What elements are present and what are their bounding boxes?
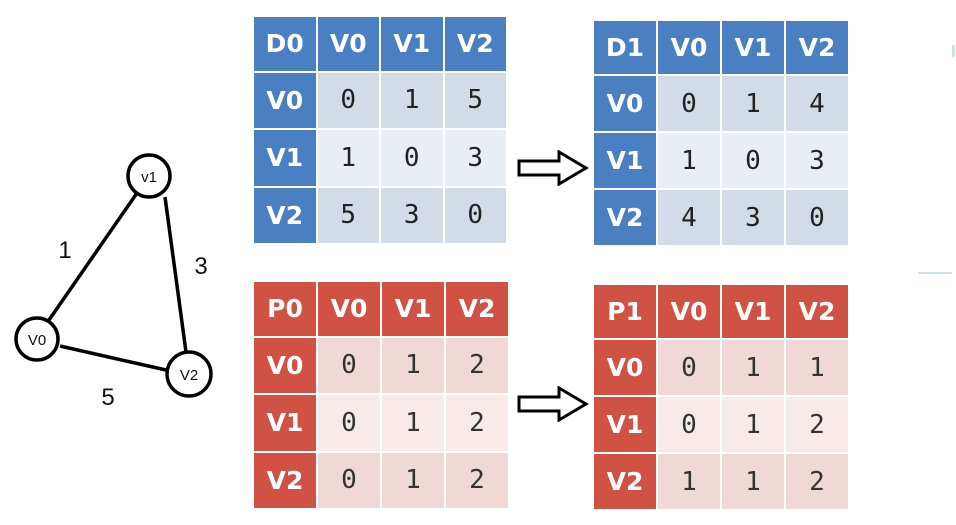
matrix-cell: 0	[442, 185, 508, 246]
matrix-cell: 1	[720, 395, 786, 455]
column-header: V2	[784, 18, 850, 77]
matrix-cell: 3	[442, 128, 508, 188]
column-header: V0	[315, 15, 381, 73]
matrix-cell: 2	[444, 450, 510, 511]
divider	[918, 272, 952, 274]
corner-label: D1	[592, 18, 658, 77]
column-header: V0	[656, 18, 722, 77]
corner-label: P0	[252, 280, 318, 338]
matrix-cell: 0	[315, 70, 381, 131]
graph-diagram: v1 V0 V2 1 3 5	[14, 153, 213, 411]
matrix-cell: 0	[316, 450, 382, 511]
matrix-cell: 1	[379, 70, 445, 131]
matrix-cell: 0	[656, 395, 722, 455]
edge-v0-v2	[59, 344, 167, 372]
matrix-cell: 0	[316, 335, 382, 396]
row-header: V1	[592, 131, 658, 191]
column-header: V2	[444, 280, 510, 338]
matrix-cell: 0	[720, 131, 786, 191]
column-header: V1	[380, 280, 446, 338]
matrix-cell: 0	[656, 74, 722, 134]
row-header: V1	[592, 395, 658, 455]
matrix-cell: 0	[379, 128, 445, 188]
matrix-cell: 3	[379, 185, 445, 246]
node-label-v0: V0	[28, 332, 46, 349]
matrix-cell: 1	[784, 338, 850, 398]
matrix-cell: 2	[444, 335, 510, 396]
path-matrix-p0: P0 V0 V1 V2 V0 0 1 2 V1 0 1 2 V2 0 1 2	[252, 280, 510, 511]
row-header: V2	[252, 185, 318, 246]
row-header: V2	[252, 450, 318, 511]
matrix-cell: 1	[656, 131, 722, 191]
matrix-cell: 1	[720, 452, 786, 511]
row-header: V0	[592, 338, 658, 398]
node-label-v2: V2	[180, 367, 198, 384]
row-header: V0	[252, 335, 318, 396]
row-header: V1	[252, 128, 318, 188]
row-header: V0	[252, 70, 318, 131]
matrix-cell: 1	[380, 450, 446, 511]
column-header: V1	[379, 15, 445, 73]
path-matrix-p1: P1 V0 V1 V2 V0 0 1 1 V1 0 1 2 V2 1 1 2	[592, 282, 850, 511]
matrix-cell: 1	[720, 74, 786, 134]
distance-matrix-d1: D1 V0 V1 V2 V0 0 1 4 V1 1 0 3 V2 4 3 0	[592, 18, 850, 247]
row-header: V1	[252, 393, 318, 453]
matrix-cell: 2	[444, 393, 510, 453]
right-arrow-icon	[517, 150, 589, 186]
matrix-cell: 1	[656, 452, 722, 511]
column-header: V1	[720, 18, 786, 77]
matrix-cell: 1	[380, 335, 446, 396]
column-header: V0	[656, 282, 722, 341]
matrix-cell: 2	[784, 452, 850, 511]
matrix-cell: 5	[315, 185, 381, 246]
divider	[952, 45, 955, 57]
node-label-v1: v1	[141, 169, 157, 186]
matrix-cell: 3	[784, 131, 850, 191]
matrix-cell: 0	[784, 188, 850, 247]
corner-label: D0	[252, 15, 318, 73]
column-header: V1	[720, 282, 786, 341]
corner-label: P1	[592, 282, 658, 341]
matrix-cell: 2	[784, 395, 850, 455]
edge-weight-v1-v2: 3	[194, 253, 207, 280]
column-header: V2	[442, 15, 508, 73]
row-header: V0	[592, 74, 658, 134]
matrix-cell: 3	[720, 188, 786, 247]
matrix-cell: 0	[316, 393, 382, 453]
matrix-cell: 4	[656, 188, 722, 247]
distance-matrix-d0: D0 V0 V1 V2 V0 0 1 5 V1 1 0 3 V2 5 3 0	[252, 15, 508, 246]
row-header: V2	[592, 452, 658, 511]
matrix-cell: 1	[380, 393, 446, 453]
column-header: V2	[784, 282, 850, 341]
edge-weight-v0-v1: 1	[58, 237, 71, 264]
column-header: V0	[316, 280, 382, 338]
edge-weight-v0-v2: 5	[101, 384, 114, 411]
edge-v1-v2	[163, 196, 188, 353]
matrix-cell: 0	[656, 338, 722, 398]
right-arrow-icon	[517, 386, 589, 422]
matrix-cell: 4	[784, 74, 850, 134]
matrix-cell: 5	[442, 70, 508, 131]
row-header: V2	[592, 188, 658, 247]
edge-v0-v1	[47, 192, 139, 321]
node-v1	[126, 153, 172, 199]
node-v0	[14, 316, 60, 362]
matrix-cell: 1	[720, 338, 786, 398]
node-v2	[165, 350, 213, 398]
matrix-cell: 1	[315, 128, 381, 188]
